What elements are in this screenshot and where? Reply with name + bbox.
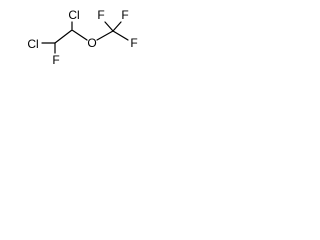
atom-labels: Cl Cl F O F F F	[27, 8, 137, 67]
atom-f-right: F	[130, 36, 137, 50]
bond-c1-o	[71, 29, 88, 41]
bond-c3-f-top-right	[112, 21, 122, 32]
atom-f-top-left: F	[97, 8, 104, 22]
bond-c1-c2	[54, 29, 73, 44]
atom-cl-top: Cl	[68, 8, 79, 22]
bond-group	[41, 21, 129, 54]
atom-f-lower: F	[52, 53, 59, 67]
atom-o-ether: O	[87, 36, 96, 50]
atom-f-top-right: F	[121, 8, 128, 22]
bond-o-c3	[96, 30, 114, 41]
chemical-structure-diagram: Cl Cl F O F F F	[27, 8, 137, 67]
bond-c3-f-right	[112, 30, 129, 41]
bond-c3-f-top-left	[104, 21, 114, 32]
atom-cl-left: Cl	[27, 37, 38, 51]
